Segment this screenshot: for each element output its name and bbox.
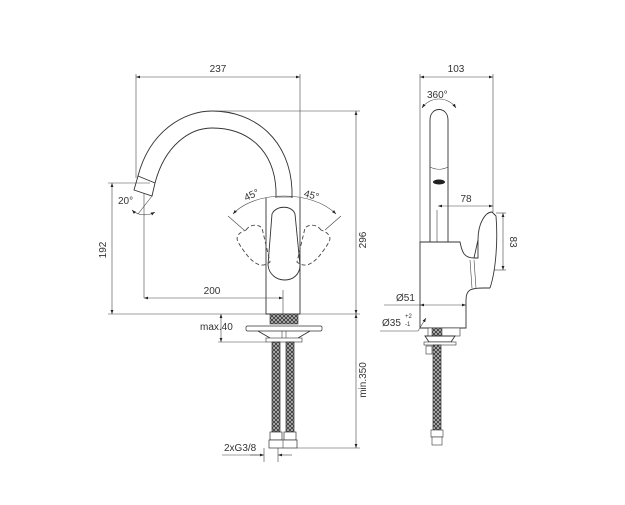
dim-hole-diameter: Ø35 [382, 318, 401, 329]
front-view: 45° 45° 237 296 [98, 64, 369, 462]
dim-overall-depth: 103 [448, 64, 465, 75]
dim-max-deck-thickness: max.40 [200, 322, 233, 333]
dim-lever-height: 83 [507, 236, 518, 248]
dim-lever-projection: 78 [460, 194, 472, 205]
angle-spout-tilt: 20° [118, 196, 133, 207]
dim-body-diameter: Ø51 [396, 293, 415, 304]
angle-spout-rotation: 360° [427, 90, 448, 101]
spout [133, 110, 293, 198]
angle-lever-right: 45° [303, 189, 320, 204]
dim-spout-reach: 200 [204, 286, 221, 297]
dim-min-hose-length: min.350 [358, 362, 369, 398]
supply-hoses [268, 341, 298, 449]
side-view: 360° 103 78 83 Ø51 Ø35 +2 -1 [380, 64, 518, 446]
dim-outlet-height: 192 [98, 241, 109, 258]
dim-overall-height: 296 [358, 231, 369, 248]
lever [267, 206, 301, 281]
deck-mount [245, 313, 323, 343]
tolerance-lower: -1 [405, 322, 411, 328]
dim-connections: 2xG3/8 [224, 443, 257, 454]
angle-lever-left: 45° [243, 187, 261, 203]
tolerance-upper: +2 [405, 314, 413, 320]
lever-right-position [296, 224, 331, 266]
dim-overall-reach: 237 [210, 64, 227, 75]
lever-left-position [236, 224, 271, 266]
